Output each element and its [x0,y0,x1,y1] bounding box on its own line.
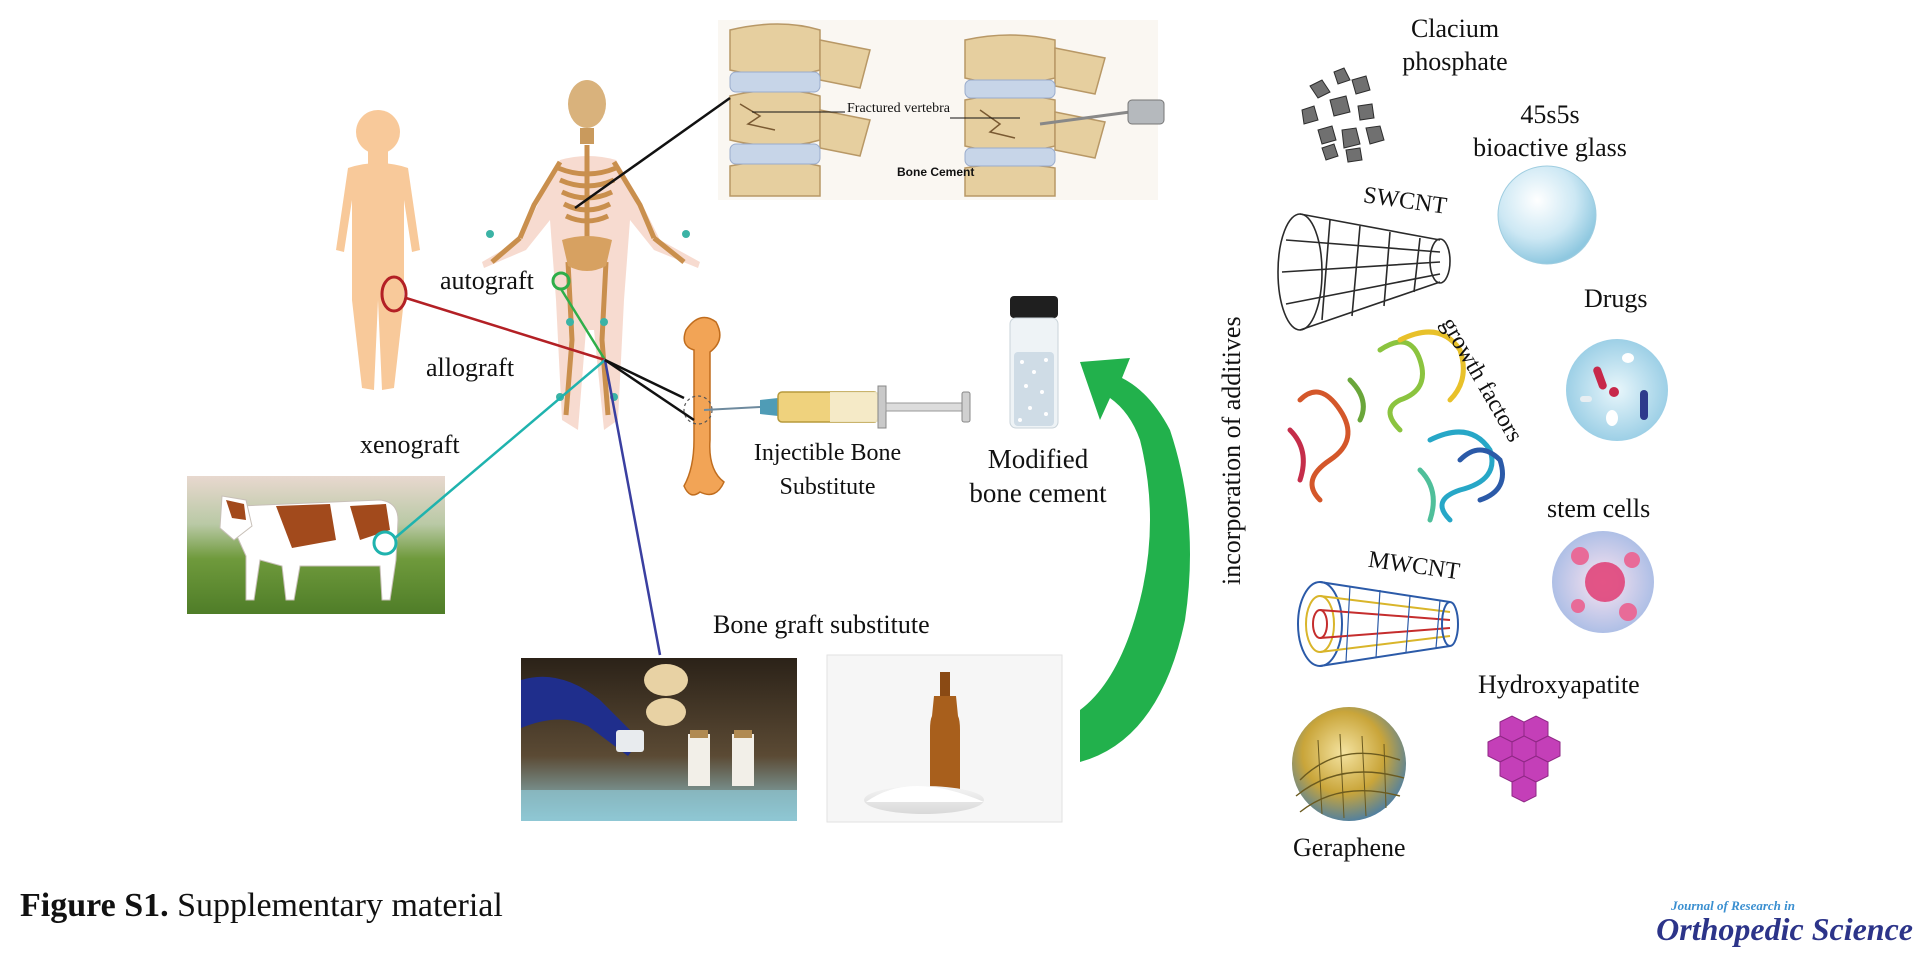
fractured-vertebra-label: Fractured vertebra [847,101,950,116]
connector-lines [394,96,731,656]
calcium-line-2: phosphate [1402,47,1508,76]
autograft-label: autograft [440,266,534,295]
modified-line-2: bone cement [969,478,1107,508]
lab-bone-graft-photo [521,658,797,821]
bone-cement-label: Bone Cement [897,165,975,179]
calcium-phosphate-label: Clacium phosphate [1380,12,1530,78]
xenograft-site-marker [372,530,398,556]
stem-cells-icon [1552,531,1654,633]
incorporation-label: incorporation of additives [1217,316,1246,585]
allograft-label: allograft [426,353,515,382]
journal-logo: Journal of Research in Orthopedic Scienc… [1656,898,1913,947]
mwcnt-nanotube-icon [1297,581,1459,667]
modified-bone-cement-label: Modified bone cement [958,442,1118,510]
calcium-phosphate-crystals-icon [1301,67,1385,163]
modified-line-1: Modified [987,444,1089,474]
graphene-label: Geraphene [1293,833,1406,862]
femur-bone-icon [683,316,725,496]
drugs-pills-icon [1566,339,1668,441]
bioactive-glass-label: 45s5s bioactive glass [1460,98,1640,164]
journal-big-text: Orthopedic Science [1656,911,1913,947]
xenograft-label: xenograft [360,430,460,459]
calcium-line-1: Clacium [1410,14,1500,43]
syringe-icon [703,385,971,429]
stem-cells-label: stem cells [1547,494,1651,523]
cow-photo [187,476,445,614]
skeleton-icon [482,80,700,430]
drugs-label: Drugs [1584,284,1648,313]
caption-bold: Figure S1. [20,887,169,924]
hydroxyapatite-label: Hydroxyapatite [1478,670,1640,699]
hydroxyapatite-icon [1487,715,1561,803]
bone-graft-substitute-label: Bone graft substitute [713,610,930,639]
fractured-vertebra-illustration [718,20,1165,200]
ampoule-powder-photo [826,654,1063,823]
allograft-site-marker [380,275,408,313]
bone-cement-needle-icon [1039,99,1165,126]
bioactive-glass-sphere-icon [1497,165,1597,265]
swcnt-nanotube-icon [1277,213,1451,331]
graphene-sheet-icon [1292,707,1406,821]
figure-caption: Figure S1. Supplementary material [20,887,503,925]
caption-text: Supplementary material [177,887,503,924]
injectible-substitute-label: Injectible Bone Substitute [745,436,910,504]
human-silhouette-icon [336,110,420,390]
bioglass-line-1: 45s5s [1520,100,1580,129]
growth-factors-protein-icon [1287,329,1505,523]
injectible-line-2: Substitute [779,474,876,500]
bioglass-line-2: bioactive glass [1473,133,1627,162]
journal-small-text: Journal of Research in [1671,898,1795,913]
injectible-line-1: Injectible Bone [753,440,902,466]
bone-cement-vial-icon [1009,296,1059,429]
incorporation-arrow-icon [1080,358,1190,762]
